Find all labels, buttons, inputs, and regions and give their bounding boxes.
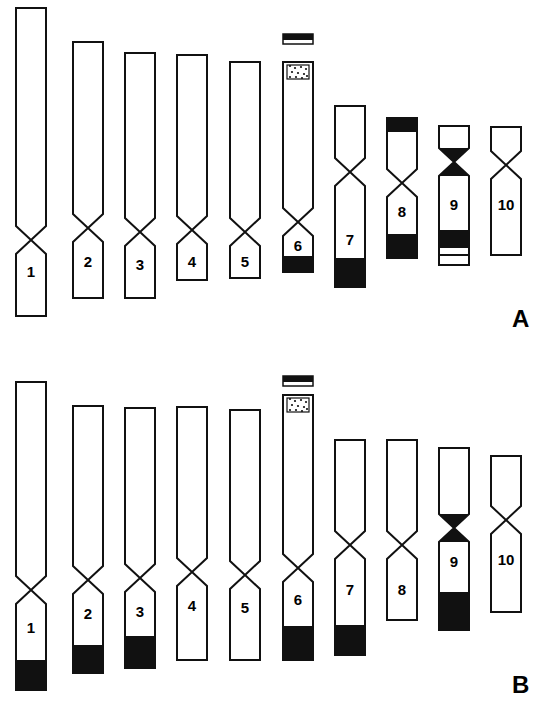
chromosome: 6 — [281, 374, 315, 662]
chromosome: 10 — [489, 125, 523, 257]
chromosome-number: 5 — [228, 600, 262, 616]
chromosome-number: 3 — [123, 257, 157, 273]
chromosome-number: 2 — [71, 606, 105, 622]
chromosome-outline — [14, 380, 48, 692]
chromosome-outline — [437, 124, 471, 267]
panel-label: B — [512, 672, 529, 698]
chromosome: 2 — [71, 40, 105, 300]
chromosome-outline — [333, 438, 367, 657]
panel-label: A — [512, 306, 529, 332]
chromosome: 3 — [123, 51, 157, 300]
chromosome-number: 9 — [437, 197, 471, 213]
chromosome-outline — [489, 125, 523, 257]
chromosome-number: 1 — [14, 620, 48, 636]
chromosome: 7 — [333, 104, 367, 289]
chromosome-outline — [175, 405, 209, 662]
chromosome-number: 7 — [333, 582, 367, 598]
chromosome: 1 — [14, 380, 48, 692]
chromosome-outline — [281, 374, 315, 662]
chromosome-outline — [228, 408, 262, 662]
chromosome-number: 8 — [385, 582, 419, 598]
chromosome: 9 — [437, 446, 471, 632]
chromosome-number: 10 — [489, 197, 523, 213]
chromosome-number: 2 — [71, 254, 105, 270]
chromosome-number: 6 — [281, 592, 315, 608]
chromosome-outline — [71, 404, 105, 675]
chromosome-number: 4 — [175, 254, 209, 270]
chromosome-outline — [385, 116, 419, 260]
chromosome: 5 — [228, 60, 262, 280]
chromosome: 4 — [175, 405, 209, 662]
chromosome: 8 — [385, 438, 419, 622]
chromosome-number: 1 — [14, 264, 48, 280]
chromosome-number: 4 — [175, 598, 209, 614]
chromosome-outline — [437, 446, 471, 632]
chromosome-outline — [228, 60, 262, 280]
chromosome-number: 6 — [281, 238, 315, 254]
chromosome: 1 — [14, 6, 48, 318]
chromosome-number: 10 — [489, 552, 523, 568]
chromosome: 4 — [175, 53, 209, 282]
chromosome-number: 7 — [333, 232, 367, 248]
chromosome-number: 9 — [437, 554, 471, 570]
chromosome-outline — [333, 104, 367, 289]
chromosome-outline — [489, 454, 523, 614]
chromosome-number: 8 — [385, 204, 419, 220]
chromosome-outline — [123, 406, 157, 670]
chromosome: 10 — [489, 454, 523, 614]
chromosome: 9 — [437, 124, 471, 267]
chromosome: 2 — [71, 404, 105, 675]
chromosome: 6 — [281, 32, 315, 274]
chromosome-outline — [175, 53, 209, 282]
chromosome-number: 5 — [228, 254, 262, 270]
chromosome: 3 — [123, 406, 157, 670]
chromosome: 7 — [333, 438, 367, 657]
chromosome-number: 3 — [123, 604, 157, 620]
chromosome: 8 — [385, 116, 419, 260]
chromosome: 5 — [228, 408, 262, 662]
